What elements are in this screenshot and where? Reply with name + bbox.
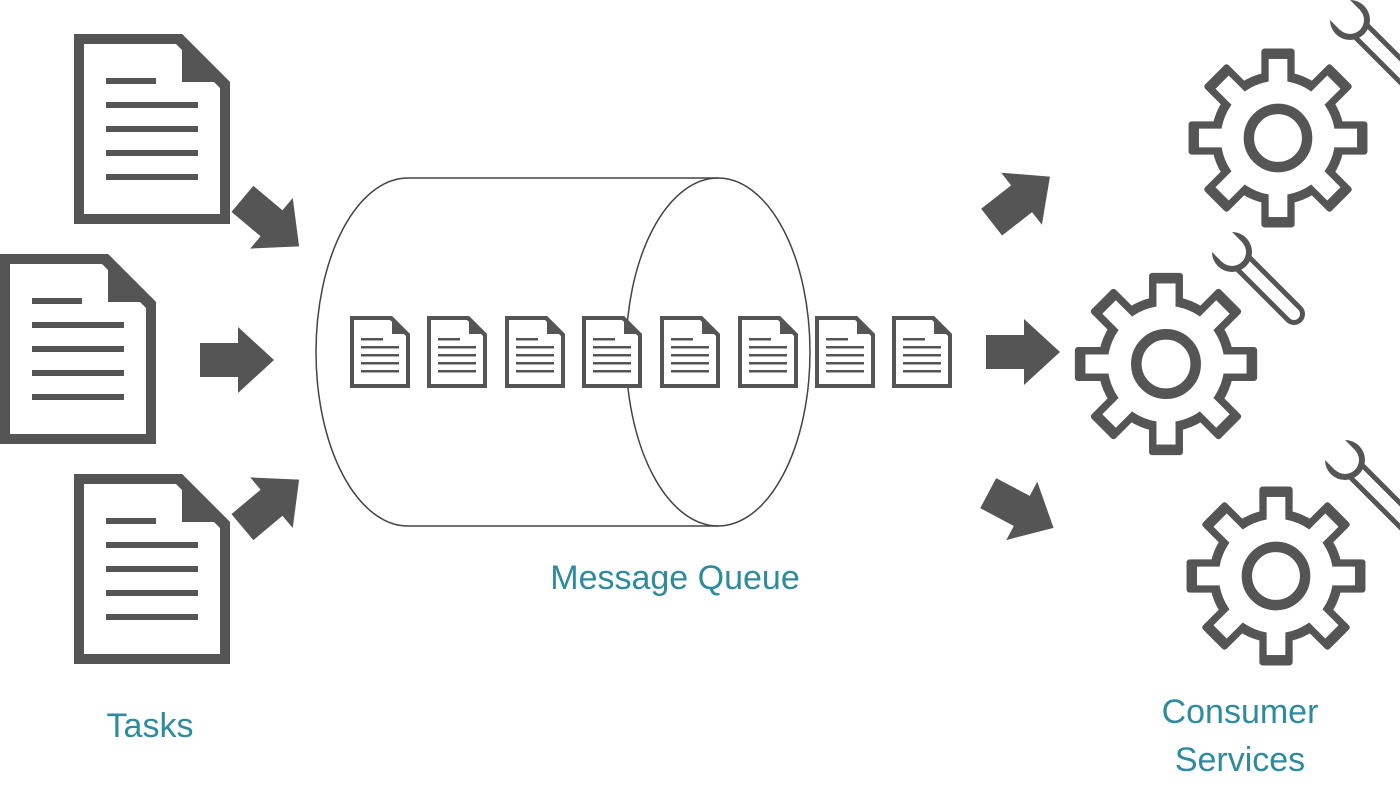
consumer-service-3 — [1187, 434, 1400, 665]
consumer-services-label-line1: Consumer — [1161, 693, 1319, 731]
consumer-services-label-line2: Services — [1174, 741, 1306, 779]
arrow-icon — [972, 463, 1070, 557]
queued-message — [427, 316, 487, 388]
queued-message — [660, 316, 720, 388]
task-document-2 — [0, 254, 156, 444]
queued-message — [582, 316, 642, 388]
queued-message — [892, 316, 952, 388]
consumer-service-1 — [1189, 0, 1400, 227]
queued-message — [815, 316, 875, 388]
queued-message — [350, 316, 410, 388]
queued-message — [505, 316, 565, 388]
arrow-icon — [200, 327, 274, 393]
queued-message — [738, 316, 798, 388]
task-document-1 — [74, 34, 230, 224]
message-queue-label: Message Queue — [550, 559, 800, 597]
task-document-3 — [74, 474, 230, 664]
arrow-icon — [986, 319, 1060, 385]
arrow-icon — [221, 173, 321, 272]
consumer-service-2 — [1075, 226, 1294, 455]
arrow-icon — [971, 150, 1071, 249]
arrow-icon — [221, 454, 321, 553]
consumer-services-label: Consumer Services — [1120, 688, 1360, 784]
tasks-label: Tasks — [106, 707, 194, 745]
